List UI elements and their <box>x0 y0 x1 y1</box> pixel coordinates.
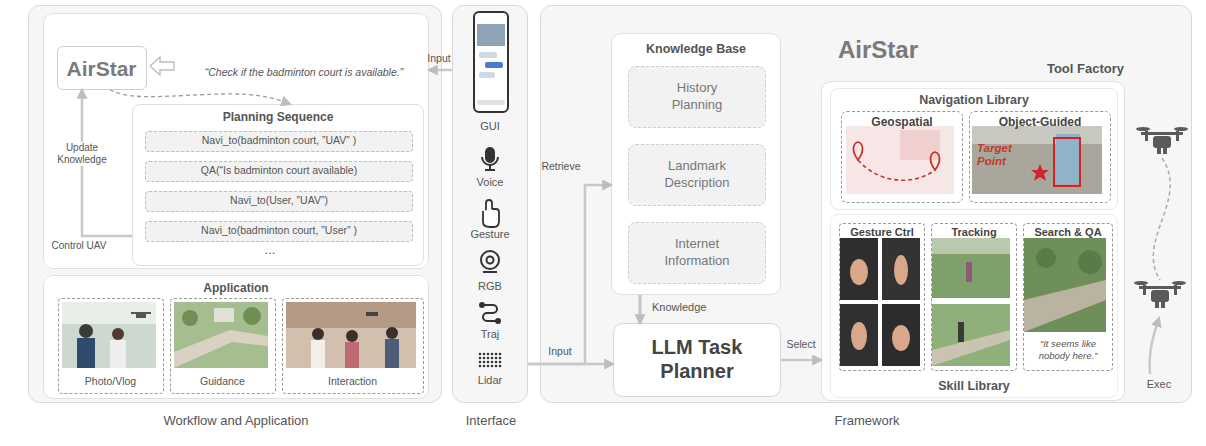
library-box: Skill Library Gesture Ctrl Tracking Search … <box>830 214 1118 398</box>
step-box: Navi_to(badminton court, ”User” ) <box>145 221 413 242</box>
label-text: Gesture <box>452 228 528 241</box>
image-box: Photo/Vlog <box>58 298 164 394</box>
edge-label: Control UAV <box>48 240 110 252</box>
panel: FrameworkKnowledge BaseHistory PlanningL… <box>540 5 1192 403</box>
node-heading: Skill Library <box>831 379 1117 394</box>
node-heading: History Planning <box>651 79 743 113</box>
edge-label: Retrieve <box>538 160 584 173</box>
step-box: Navi_to(User, ”UAV”) <box>145 191 413 212</box>
library-box: Navigation LibraryGeospatial Object-Guide… <box>830 88 1118 210</box>
node-heading: Navi_to(User, ”UAV”) <box>146 194 412 207</box>
label-text: Traj <box>452 328 528 341</box>
step-box: QA(“Is badminton court available) <box>145 161 413 182</box>
label-text: Lidar <box>452 374 528 387</box>
application-box: ApplicationPhoto/Vlog Guidance Interaction <box>43 275 429 399</box>
node-heading: Framework <box>541 413 1193 429</box>
node-heading: Landmark Description <box>651 157 743 191</box>
workflow-box: “Check if the badminton court is availab… <box>43 13 429 269</box>
skill-box: Tracking <box>931 223 1017 371</box>
node-heading: Navi_to(badminton court, ”UAV” ) <box>146 134 412 147</box>
image-box: Interaction <box>282 298 424 394</box>
node-heading: Navi_to(badminton court, ”User” ) <box>146 224 412 237</box>
node-heading: LLM Task Planner <box>626 335 768 383</box>
logo-box: AirStar <box>57 46 147 90</box>
node-heading: Gesture Ctrl <box>840 226 924 239</box>
node-heading: Tool Factory <box>982 61 1124 77</box>
sequence-box: Planning SequenceNavi_to(badminton court… <box>132 104 424 266</box>
edge-label: Input <box>538 345 582 358</box>
node-text: Target Point <box>977 142 1029 168</box>
node-heading: “Check if the badminton court is availab… <box>180 66 428 79</box>
node-heading: Search & QA <box>1024 226 1112 239</box>
node-heading: Guidance <box>171 375 274 388</box>
label-text: Voice <box>452 176 528 189</box>
node-heading: Tracking <box>932 226 1016 239</box>
edge-label: Knowledge <box>652 301 732 314</box>
node-heading: Interface <box>453 413 529 429</box>
knowledge-item: Landmark Description <box>628 144 766 206</box>
edge-label: Select <box>781 338 821 351</box>
panel: Interface <box>452 5 528 403</box>
label-text: Update Knowledge <box>52 142 112 166</box>
node-heading: Workflow and Application <box>29 413 443 429</box>
tool-box: Object-GuidedTarget Point <box>969 111 1111 203</box>
node-heading: QA(“Is badminton court available) <box>146 164 412 177</box>
factory-box: Tool FactoryNavigation LibraryGeospatial… <box>821 81 1125 401</box>
edge-label: Input <box>424 52 454 65</box>
label-text: AirStar <box>838 36 968 65</box>
skill-box: Search & QA “It seems like nobody here.” <box>1023 223 1113 371</box>
planner-box: LLM Task Planner <box>613 323 781 397</box>
label-text: RGB <box>452 280 528 293</box>
node-heading: Internet Information <box>651 235 743 269</box>
knowledge-item: Internet Information <box>628 222 766 284</box>
tool-box: Geospatial <box>841 111 963 203</box>
knowledge-box: Knowledge BaseHistory PlanningLandmark D… <box>611 33 781 295</box>
skill-box: Gesture Ctrl <box>839 223 925 371</box>
image-box: Guidance <box>170 298 276 394</box>
node-heading: Planning Sequence <box>133 110 423 124</box>
label-text: Exec <box>1136 378 1182 391</box>
knowledge-item: History Planning <box>628 66 766 128</box>
step-box: Navi_to(badminton court, ”UAV” ) <box>145 131 413 152</box>
node-heading: AirStar <box>58 56 145 81</box>
node-heading: Interaction <box>283 375 422 388</box>
node-heading: Knowledge Base <box>612 42 780 57</box>
node-heading: Photo/Vlog <box>59 375 162 388</box>
label-text: ... <box>250 242 290 258</box>
node-text: “It seems like nobody here.” <box>1025 338 1111 362</box>
panel: Workflow and Application“Check if the ba… <box>28 5 442 403</box>
node-heading: Object-Guided <box>970 115 1110 129</box>
node-heading: Geospatial <box>842 115 962 129</box>
node-heading: Navigation Library <box>831 93 1117 108</box>
label-text: GUI <box>452 120 528 133</box>
node-heading: Application <box>44 281 428 295</box>
